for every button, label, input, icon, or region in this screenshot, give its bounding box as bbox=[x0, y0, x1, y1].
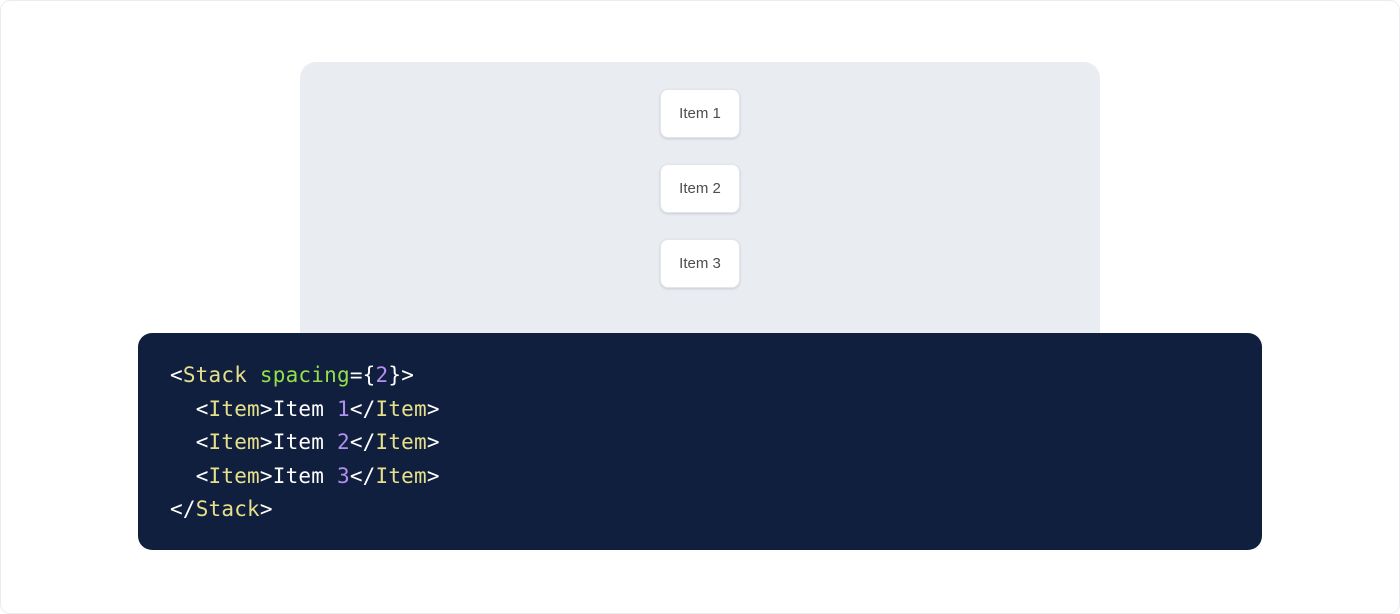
code-line: <Item>Item 2</Item> bbox=[170, 430, 440, 454]
code-token-num: 2 bbox=[336, 430, 350, 454]
code-token-punct: > bbox=[259, 396, 273, 421]
stack-item[interactable]: Item 1 bbox=[660, 89, 740, 138]
code-token-text: Item bbox=[272, 463, 337, 488]
code-token-punct: > bbox=[426, 463, 440, 488]
code-token-text: Item bbox=[272, 430, 337, 454]
code-token-num: 1 bbox=[336, 396, 350, 421]
code-token-punct: </ bbox=[349, 463, 376, 488]
stack-item[interactable]: Item 3 bbox=[660, 239, 740, 288]
code-token-punct: = bbox=[349, 363, 363, 387]
code-token-tag: Item bbox=[375, 430, 427, 454]
code-token-punct: < bbox=[170, 363, 183, 387]
code-token-tag: Stack bbox=[182, 363, 248, 387]
code-token-punct: </ bbox=[170, 497, 196, 521]
stack-item-label: Item 2 bbox=[679, 180, 721, 197]
code-line: </Stack> bbox=[170, 497, 273, 521]
code-token-punct: < bbox=[195, 463, 209, 488]
code-token-tag: Item bbox=[208, 396, 260, 421]
code-content: <Stack spacing={2}> <Item>Item 1</Item> … bbox=[170, 359, 1230, 527]
code-token-brace: } bbox=[388, 363, 402, 387]
code-token-text bbox=[247, 363, 260, 387]
code-token-punct: > bbox=[426, 430, 440, 454]
code-token-punct: </ bbox=[349, 430, 376, 454]
code-token-punct: > bbox=[401, 363, 415, 387]
code-token-tag: Item bbox=[375, 463, 427, 488]
stack-preview-panel: Item 1 Item 2 Item 3 bbox=[300, 62, 1100, 362]
code-token-tag: Item bbox=[208, 430, 260, 454]
code-token-tag: Stack bbox=[195, 497, 260, 521]
code-snippet-block[interactable]: <Stack spacing={2}> <Item>Item 1</Item> … bbox=[138, 333, 1262, 550]
code-line: <Item>Item 3</Item> bbox=[170, 464, 440, 488]
code-token-num: 2 bbox=[375, 363, 389, 387]
code-token-tag: Item bbox=[208, 463, 260, 488]
code-token-punct: > bbox=[426, 396, 440, 421]
stack-item[interactable]: Item 2 bbox=[660, 164, 740, 213]
code-token-punct: > bbox=[259, 497, 273, 521]
stack-item-label: Item 1 bbox=[679, 105, 721, 122]
code-token-punct: > bbox=[259, 430, 273, 454]
stack-container: Item 1 Item 2 Item 3 bbox=[660, 89, 740, 288]
code-token-punct: < bbox=[195, 396, 209, 421]
code-token-num: 3 bbox=[336, 463, 350, 488]
code-token-punct: < bbox=[195, 430, 209, 454]
code-token-tag: Item bbox=[375, 396, 427, 421]
code-token-attr: spacing bbox=[259, 363, 350, 387]
code-token-punct: </ bbox=[349, 396, 376, 421]
code-token-text: Item bbox=[272, 396, 337, 421]
code-token-punct: > bbox=[259, 463, 273, 488]
code-line: <Stack spacing={2}> bbox=[170, 363, 414, 387]
code-token-brace: { bbox=[362, 363, 376, 387]
stack-item-label: Item 3 bbox=[679, 255, 721, 272]
code-line: <Item>Item 1</Item> bbox=[170, 397, 440, 421]
